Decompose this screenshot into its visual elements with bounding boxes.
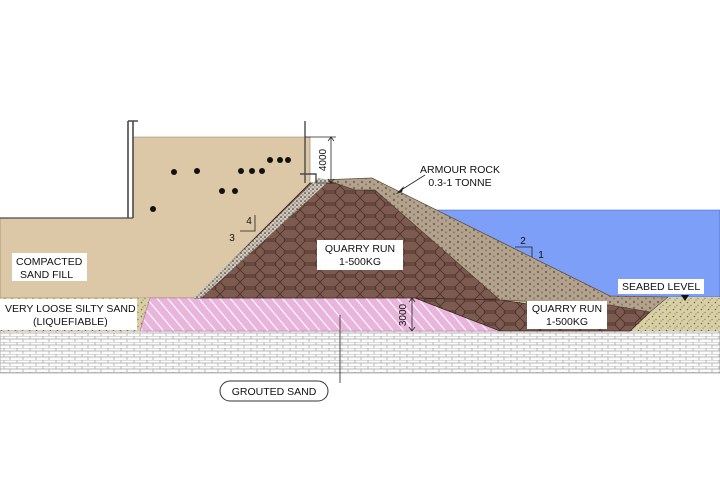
quarry-run-toe-label-line1: QUARRY RUN xyxy=(532,303,602,315)
grout-depth-dimension xyxy=(408,297,416,332)
backslope-run-label: 3 xyxy=(229,233,235,244)
bedrock-layer xyxy=(0,330,720,374)
armour-rock-arrow xyxy=(396,186,404,194)
silty-sand-label-background xyxy=(0,299,137,330)
quarry-run-main-label-line1: QUARRY RUN xyxy=(325,243,395,255)
compacted-label-line2: SAND FILL xyxy=(20,269,73,281)
quarry-run-toe-label-line2: 1-500KG xyxy=(546,316,588,328)
compacted-label-box xyxy=(12,253,87,281)
wall-top-ledge xyxy=(300,121,317,183)
seaward-ratio-marker xyxy=(515,246,533,257)
grouted-sand-callout xyxy=(219,380,329,402)
quarry-run-main-label-line2: 1-500KG xyxy=(339,256,381,268)
seaward-run-label: 2 xyxy=(520,236,526,247)
armour-rock-layer xyxy=(319,177,669,313)
quarry-run-main-label-box xyxy=(317,240,403,270)
silty-sand-label-line2: (LIQUEFIABLE) xyxy=(33,316,108,328)
quarry-run-toe-label-box xyxy=(527,301,607,329)
armour-rock-label-line2: 0.3-1 TONNE xyxy=(428,177,491,189)
grouted-sand-label: GROUTED SAND xyxy=(232,386,317,398)
seaward-rise-label: 1 xyxy=(538,250,544,261)
silty-sand-label-line1: VERY LOOSE SILTY SAND xyxy=(5,303,136,315)
compacted-label-line1: COMPACTED xyxy=(16,256,83,268)
seabed-marker-icon xyxy=(681,295,689,301)
backslope-ratio-marker xyxy=(240,215,256,232)
retaining-wall xyxy=(127,120,138,218)
filter-layer xyxy=(193,178,330,298)
seabed-label-box xyxy=(618,279,704,294)
wall-height-dimension xyxy=(305,136,336,184)
seabed-label: SEABED LEVEL xyxy=(622,281,700,293)
grout-depth-value: 3000 xyxy=(398,303,409,326)
wall-height-value: 4000 xyxy=(318,148,329,171)
armour-rock-label-line1: ARMOUR ROCK xyxy=(420,164,500,176)
tie-anchors xyxy=(150,157,291,212)
backslope-rise-label: 4 xyxy=(246,216,252,227)
